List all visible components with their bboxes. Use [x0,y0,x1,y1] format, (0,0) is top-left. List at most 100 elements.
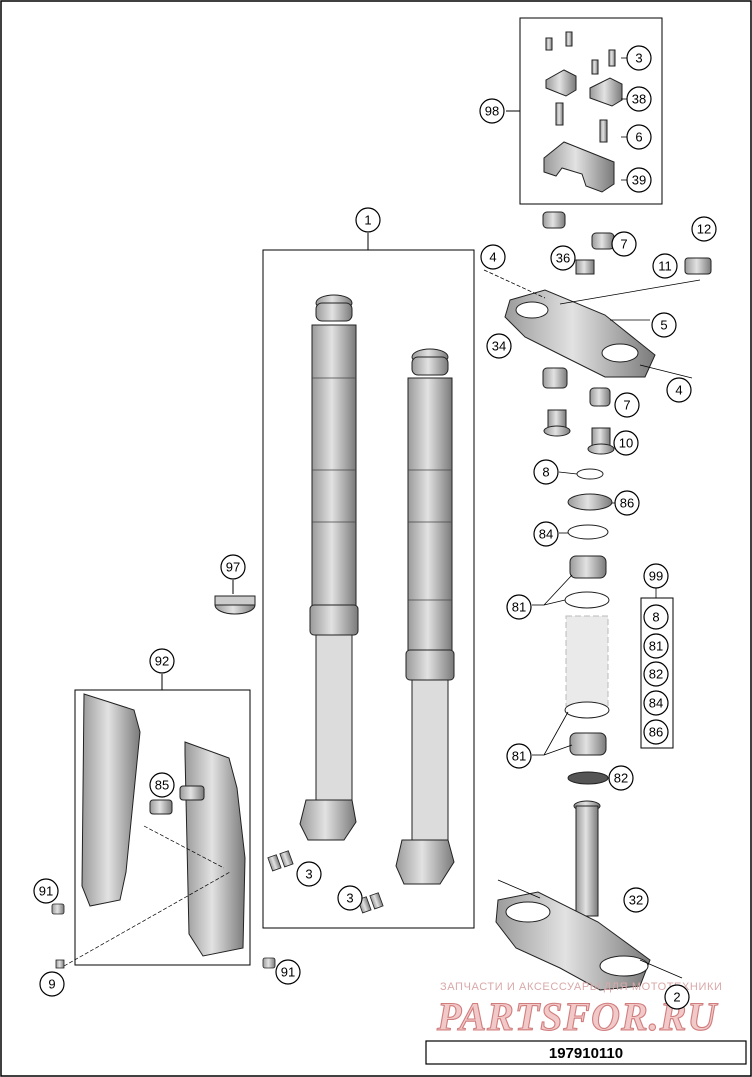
upper-triple-clamp [504,211,712,455]
callout-label: 86 [620,496,634,511]
callout-label: 32 [629,893,643,908]
callout-85: 85 [149,772,175,798]
callout-99: 99 [643,563,669,589]
watermark-tagline: ЗАПЧАСТИ И АКСЕССУАРЫ ДЛЯ МОТОТЕХНИКИ [440,981,722,993]
handlebar-clamp-kit [543,31,623,193]
callout-label: 36 [556,251,570,266]
callout-91-bot: 91 [275,959,301,985]
callout-circle [643,604,669,630]
callout-99-82: 82 [643,661,669,687]
callout-label: 4 [675,383,682,398]
callout-97: 97 [220,554,246,580]
callout-circle [486,333,512,359]
callout-36: 36 [550,245,576,271]
callout-circle [533,521,559,547]
callout-circle [626,86,652,112]
callout-label: 3 [305,867,312,882]
callout-circle [355,207,381,233]
callout-32: 32 [623,887,649,913]
callout-label: 8 [652,610,659,625]
callout-circle [666,377,692,403]
callout-circle [643,690,669,716]
callout-label: 81 [512,749,526,764]
callout-circle [626,124,652,150]
callout-8: 8 [533,459,559,485]
callout-label: 86 [649,725,663,740]
callout-34: 34 [486,333,512,359]
callout-label: 9 [48,977,55,992]
callout-label: 39 [632,173,646,188]
callout-label: 97 [226,560,240,575]
callout-circle [550,245,576,271]
bearing-leader-lines [532,471,657,756]
callout-98: 98 [479,98,505,124]
callout-99-86: 86 [643,719,669,745]
callout-circle [608,765,634,791]
callout-5: 5 [651,312,677,338]
callout-circle [643,661,669,687]
callout-label: 98 [485,104,499,119]
callout-circle [533,459,559,485]
callout-2: 2 [664,984,690,1010]
callout-11: 11 [652,253,678,279]
callout-circle [614,490,640,516]
callout-label: 91 [281,965,295,980]
lower-clamp-bolts [497,879,683,979]
callout-6: 6 [626,124,652,150]
guard-leader-lines [63,825,231,967]
fork-leg-bands [312,377,452,601]
callout-circle [506,594,532,620]
callout-circle [614,392,640,418]
callout-10: 10 [613,430,639,456]
callout-label: 7 [620,237,627,252]
callout-circle [652,253,678,279]
callout-label: 4 [489,250,496,265]
fork-guards [81,693,246,957]
fork-leg-left [299,294,359,841]
callout-label: 1 [364,213,371,228]
callout-circle [613,430,639,456]
callout-label: 91 [39,884,53,899]
callout-label: 7 [623,398,630,413]
kit-99-box [640,597,674,749]
callout-circle [643,563,669,589]
fork-leg-right [395,348,455,885]
steering-bearing-parts [564,468,613,785]
callout-circle [479,98,505,124]
callout-12: 12 [691,216,717,242]
part-callouts: 3386399814736121153447108868497998818284… [33,45,717,1010]
callout-circle [149,772,175,798]
callout-99-81: 81 [643,633,669,659]
callout-label: 11 [658,259,672,274]
callout-label: 12 [697,222,711,237]
callout-label: 38 [632,92,646,107]
guard-screws [51,903,276,969]
callout-label: 3 [346,891,353,906]
callout-circle [337,885,363,911]
callout-39: 39 [626,167,652,193]
callout-circle [664,984,690,1010]
callout-label: 81 [649,639,663,654]
callout-label: 5 [660,318,667,333]
callout-label: 84 [649,696,663,711]
callout-82: 82 [608,765,634,791]
callout-92: 92 [149,648,175,674]
callout-circle [643,633,669,659]
callout-99-84: 84 [643,690,669,716]
callout-1: 1 [355,207,381,233]
clamp-bolt-lines [483,269,701,379]
callout-circle [39,971,65,997]
callout-label: 99 [649,569,663,584]
callout-label: 10 [619,436,633,451]
callout-81-top: 81 [506,594,532,620]
callout-label: 34 [492,339,506,354]
callout-circle [275,959,301,985]
callout-circle [691,216,717,242]
drawing-number: 197910110 [549,1045,623,1062]
kit-leader-lines [621,57,628,181]
callout-3-top: 3 [626,45,652,71]
callout-3-right: 3 [337,885,363,911]
callout-circle [623,887,649,913]
callout-circle [149,648,175,674]
callout-circle [643,719,669,745]
